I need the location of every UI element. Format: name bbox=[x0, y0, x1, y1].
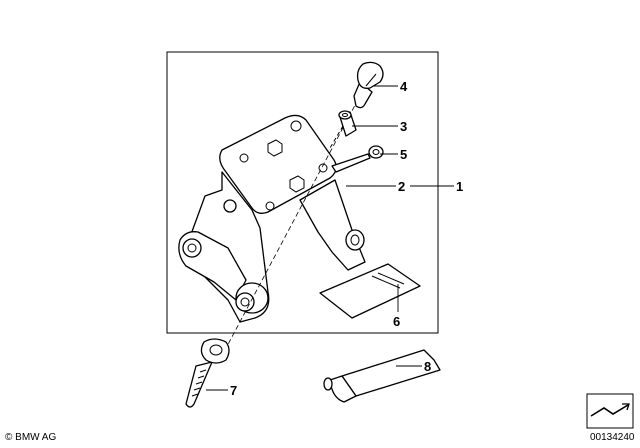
leader-lines bbox=[206, 85, 454, 391]
bolt-part-7 bbox=[185, 338, 230, 408]
callout-3: 3 bbox=[400, 119, 407, 134]
assembly-axis bbox=[224, 91, 363, 351]
screw-part-5 bbox=[331, 145, 384, 173]
callout-1: 1 bbox=[456, 179, 463, 194]
callout-5: 5 bbox=[400, 147, 407, 162]
copyright-text: © BMW AG bbox=[5, 432, 56, 443]
callout-7: 7 bbox=[230, 383, 237, 398]
screw-part-4 bbox=[353, 61, 384, 109]
callout-8: 8 bbox=[424, 359, 431, 374]
angle-arrow-icon[interactable] bbox=[586, 393, 634, 429]
bracket-part-2 bbox=[178, 114, 366, 323]
image-number: 00134240 bbox=[590, 432, 635, 443]
tube-part-8 bbox=[323, 349, 441, 403]
callout-2: 2 bbox=[398, 179, 405, 194]
document-part-6 bbox=[319, 263, 421, 319]
callout-4: 4 bbox=[400, 79, 408, 94]
assembly-frame bbox=[166, 51, 439, 334]
bushing-part-3 bbox=[338, 110, 357, 137]
callout-6: 6 bbox=[393, 314, 400, 329]
